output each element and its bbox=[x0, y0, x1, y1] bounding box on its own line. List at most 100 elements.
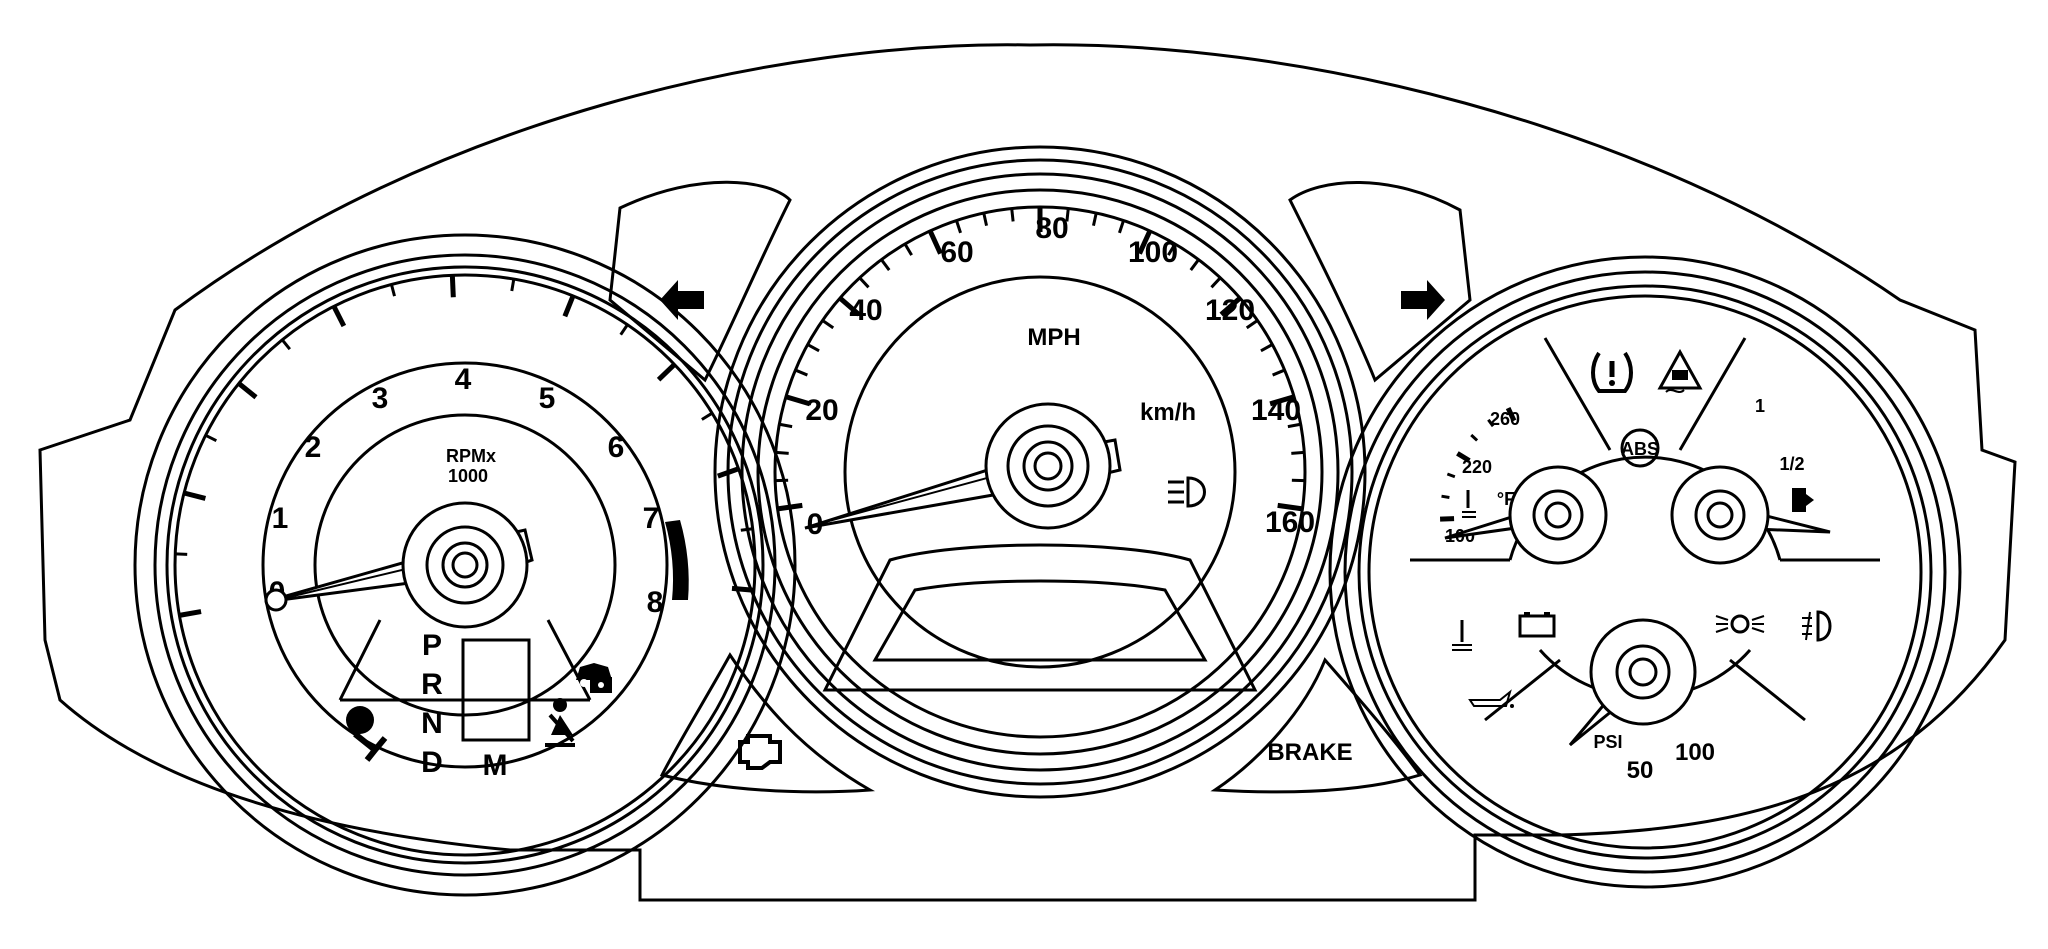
battery-icon bbox=[1520, 612, 1554, 636]
major-tick bbox=[778, 505, 803, 508]
oil-hub-center bbox=[1630, 659, 1656, 685]
temp-thermometer-icon bbox=[1462, 490, 1476, 517]
gear-d: D bbox=[421, 746, 443, 779]
minor-tick bbox=[1291, 452, 1304, 453]
stability-control-icon bbox=[1660, 352, 1700, 392]
minor-tick bbox=[1442, 496, 1450, 497]
engine-pod bbox=[662, 655, 870, 792]
minor-tick bbox=[808, 345, 819, 351]
major-tick bbox=[452, 275, 453, 297]
minor-tick bbox=[984, 213, 987, 226]
minor-tick bbox=[391, 284, 394, 296]
tach-label-1: 1 bbox=[272, 502, 289, 535]
gear-display bbox=[463, 640, 529, 740]
speed-unit-mph: MPH bbox=[1027, 324, 1080, 351]
minor-tick bbox=[206, 435, 217, 440]
turn-signal-right-icon bbox=[1401, 280, 1445, 320]
minor-tick bbox=[1119, 221, 1123, 233]
oil-unit: PSI bbox=[1593, 732, 1622, 752]
speed-label-60: 60 bbox=[940, 236, 973, 269]
coolant-icon bbox=[1452, 620, 1472, 650]
minor-tick bbox=[282, 340, 290, 349]
tach-label-8: 8 bbox=[647, 586, 664, 619]
minor-tick bbox=[621, 325, 628, 335]
left-turn-pod bbox=[610, 182, 790, 380]
minor-tick bbox=[1471, 435, 1477, 440]
tach-label-4: 4 bbox=[455, 363, 472, 396]
security-icon bbox=[576, 663, 612, 693]
tach-needle-stop bbox=[266, 590, 286, 610]
oil-pressure-icon bbox=[1470, 692, 1514, 708]
speed-label-120: 120 bbox=[1205, 294, 1255, 327]
minor-tick bbox=[881, 260, 889, 270]
major-tick bbox=[565, 296, 573, 316]
minor-tick bbox=[956, 221, 960, 233]
parking-lamp-icon bbox=[1716, 616, 1764, 632]
oil-label-50: 50 bbox=[1627, 757, 1654, 784]
major-tick bbox=[184, 493, 205, 498]
speed-label-140: 140 bbox=[1251, 394, 1301, 427]
minor-tick bbox=[1261, 345, 1272, 351]
seatbelt-icon bbox=[545, 698, 575, 745]
tach-label-7: 7 bbox=[643, 502, 660, 535]
minor-tick bbox=[823, 320, 834, 327]
major-tick bbox=[239, 383, 256, 397]
speed-label-80: 80 bbox=[1035, 212, 1068, 245]
major-tick bbox=[334, 306, 344, 326]
fog-lamp-icon bbox=[1802, 612, 1830, 640]
fuel-label-half: 1/2 bbox=[1779, 454, 1804, 474]
minor-tick bbox=[1012, 209, 1013, 222]
minor-tick bbox=[1447, 474, 1455, 477]
speedometer: 0 20 40 60 80 100 120 140 160 MPH km/h bbox=[715, 147, 1365, 797]
abs-icon: ABS bbox=[1621, 430, 1659, 466]
minor-tick bbox=[512, 279, 514, 291]
fuel-label-1: 1 bbox=[1755, 396, 1765, 416]
speed-label-100: 100 bbox=[1128, 236, 1178, 269]
gear-manual: M bbox=[483, 749, 508, 782]
minor-tick bbox=[860, 278, 869, 288]
speed-display-screen bbox=[875, 581, 1205, 660]
fuel-hub-center bbox=[1708, 503, 1732, 527]
gear-r: R bbox=[421, 668, 443, 701]
brake-label: BRAKE bbox=[1267, 739, 1352, 766]
tachometer-redline bbox=[665, 520, 689, 600]
abs-label: ABS bbox=[1621, 439, 1659, 459]
tach-label-5: 5 bbox=[539, 382, 556, 415]
tach-unit-line1: RPMx bbox=[446, 446, 496, 466]
check-engine-icon bbox=[740, 736, 780, 768]
minor-tick bbox=[795, 370, 807, 375]
speed-label-40: 40 bbox=[849, 294, 882, 327]
speed-label-20: 20 bbox=[805, 394, 838, 427]
minor-tick bbox=[1273, 370, 1285, 375]
minor-tick bbox=[1211, 278, 1220, 288]
minor-tick bbox=[776, 452, 789, 453]
tach-unit-line2: 1000 bbox=[448, 466, 488, 486]
speed-hub-center bbox=[1035, 453, 1061, 479]
gear-p: P bbox=[422, 629, 442, 662]
tach-label-3: 3 bbox=[372, 382, 389, 415]
tach-label-2: 2 bbox=[305, 431, 322, 464]
fuel-pump-icon bbox=[1792, 488, 1814, 512]
minor-tick bbox=[1191, 260, 1199, 270]
temp-hub-center bbox=[1546, 503, 1570, 527]
turn-signal-left-icon bbox=[660, 280, 704, 320]
speed-unit-kmh: km/h bbox=[1140, 399, 1196, 426]
major-tick bbox=[179, 612, 201, 616]
gear-n: N bbox=[421, 707, 443, 740]
tire-pressure-icon bbox=[1593, 353, 1631, 391]
headlamp-icon bbox=[1168, 478, 1205, 506]
major-tick bbox=[930, 231, 940, 254]
minor-tick bbox=[702, 413, 712, 419]
minor-tick bbox=[905, 244, 912, 255]
temp-label-260: 260 bbox=[1490, 409, 1520, 429]
oil-label-100: 100 bbox=[1675, 739, 1715, 766]
right-gauge-cluster: 260 220 100 °F 1 1/2 PSI 50 100 bbox=[1330, 257, 1960, 887]
tach-label-6: 6 bbox=[608, 431, 625, 464]
minor-tick bbox=[1093, 213, 1096, 226]
tach-hub-center bbox=[453, 553, 477, 577]
major-tick bbox=[659, 364, 675, 379]
speed-label-160: 160 bbox=[1265, 506, 1315, 539]
minor-tick bbox=[779, 424, 792, 426]
temp-label-220: 220 bbox=[1462, 457, 1492, 477]
